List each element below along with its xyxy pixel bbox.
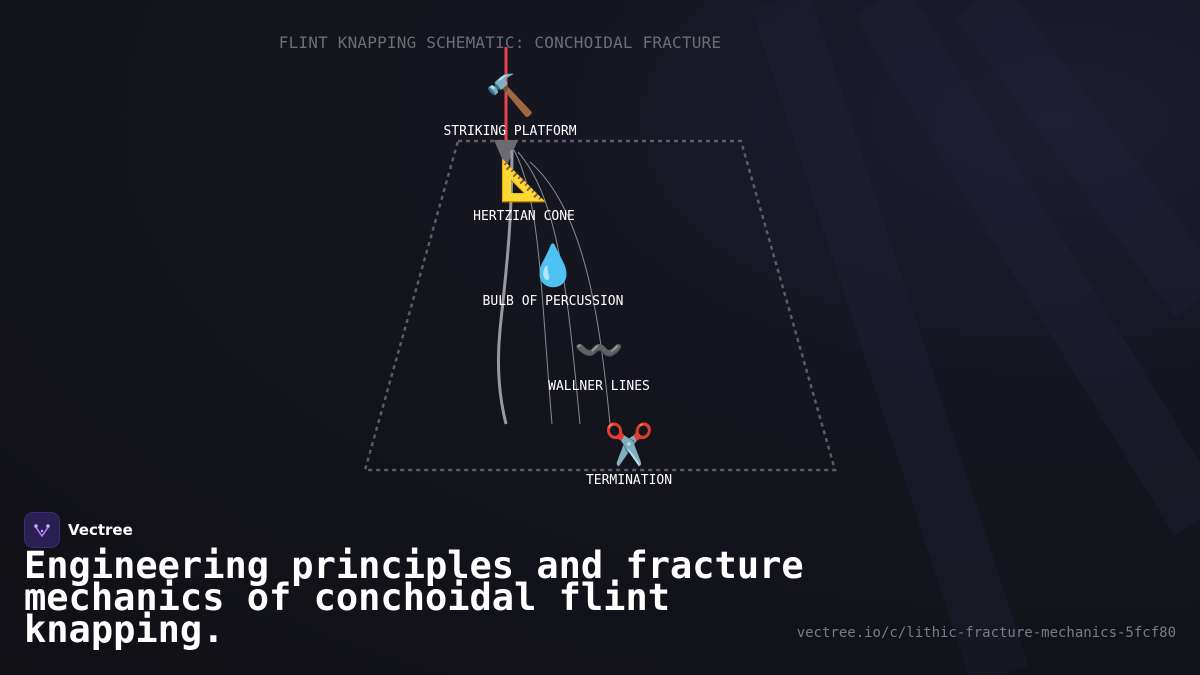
node-label: TERMINATION [585,473,673,488]
node-bulb-of-percussion: 💧 BULB OF PERCUSSION [483,242,624,309]
node-label: STRIKING PLATFORM [443,124,577,139]
node-label: HERTZIAN CONE [473,209,575,224]
hertzian-cone-shape [494,140,518,168]
node-label: WALLNER LINES [548,379,650,394]
ripple-line [513,149,553,425]
node-hertzian-cone: 📐 HERTZIAN CONE [473,157,575,224]
flint-core-outline [363,139,837,472]
scissors-icon: ✂️ [604,422,654,468]
brand: Vectree [24,512,133,548]
node-striking-platform: 🔨 STRIKING PLATFORM [443,72,576,139]
brand-name: Vectree [68,521,133,539]
ripple-line [517,151,581,425]
vectree-logo-icon [24,512,60,548]
node-wallner-lines: 〰️ WALLNER LINES [548,327,650,394]
node-label: BULB OF PERCUSSION [482,294,624,309]
source-url[interactable]: vectree.io/c/lithic-fracture-mechanics-5… [796,625,1176,641]
droplet-icon: 💧 [528,243,578,289]
node-termination: ✂️ TERMINATION [586,421,672,488]
diagram-title: FLINT KNAPPING SCHEMATIC: CONCHOIDAL FRA… [278,33,722,52]
triangular-ruler-icon: 📐 [499,158,549,204]
headline: Engineering principles and fracture mech… [24,544,804,651]
hammer-icon: 🔨 [485,73,535,119]
fracture-path [496,149,514,425]
wavy-dash-icon: 〰️ [574,328,624,374]
ripple-line [529,161,611,425]
